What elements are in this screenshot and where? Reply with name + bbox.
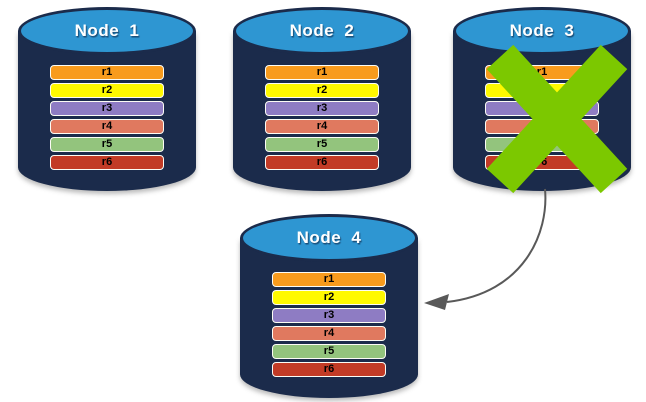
row-list: r1 r2 r3 r4 r5 r6 [50, 65, 164, 173]
row-r3: r3 [272, 308, 386, 323]
row-label: r5 [536, 138, 548, 150]
row-r1: r1 [272, 272, 386, 287]
row-label: r6 [323, 363, 335, 375]
row-r5: r5 [485, 137, 599, 152]
row-list: r1 r2 r3 r4 r5 r6 [485, 65, 599, 173]
row-list: r1 r2 r3 r4 r5 r6 [265, 65, 379, 173]
row-label: r4 [316, 120, 328, 132]
row-label: r2 [101, 84, 113, 96]
row-r1: r1 [265, 65, 379, 80]
row-label: r4 [101, 120, 113, 132]
row-r4: r4 [50, 119, 164, 134]
row-r2: r2 [272, 290, 386, 305]
row-label: r2 [316, 84, 328, 96]
cylinder-top: Node 1 [18, 7, 196, 55]
node-title: Node 2 [289, 21, 355, 40]
row-label: r2 [323, 291, 335, 303]
row-label: r3 [101, 102, 113, 114]
row-r2: r2 [265, 83, 379, 98]
row-r5: r5 [272, 344, 386, 359]
node-2-cylinder: Node 2 r1 r2 r3 r4 r5 r6 [233, 7, 411, 191]
row-r4: r4 [485, 119, 599, 134]
row-list: r1 r2 r3 r4 r5 r6 [272, 272, 386, 380]
row-r1: r1 [485, 65, 599, 80]
replication-arrow [424, 188, 547, 310]
row-label: r1 [316, 66, 328, 78]
row-r4: r4 [265, 119, 379, 134]
row-label: r6 [536, 156, 548, 168]
row-label: r6 [316, 156, 328, 168]
node-title: Node 1 [74, 21, 140, 40]
row-label: r6 [101, 156, 113, 168]
cylinder-top: Node 3 [453, 7, 631, 55]
row-label: r4 [323, 327, 335, 339]
row-r5: r5 [50, 137, 164, 152]
row-r2: r2 [50, 83, 164, 98]
row-r2: r2 [485, 83, 599, 98]
row-label: r5 [316, 138, 328, 150]
node-title: Node 4 [296, 228, 362, 247]
row-r6: r6 [265, 155, 379, 170]
cylinder-top: Node 4 [240, 214, 418, 262]
node-4-cylinder: Node 4 r1 r2 r3 r4 r5 r6 [240, 214, 418, 398]
row-label: r2 [536, 84, 548, 96]
row-label: r3 [323, 309, 335, 321]
row-label: r1 [323, 273, 335, 285]
row-r3: r3 [485, 101, 599, 116]
row-r6: r6 [485, 155, 599, 170]
cylinder-top: Node 2 [233, 7, 411, 55]
row-r6: r6 [50, 155, 164, 170]
row-label: r1 [536, 66, 548, 78]
row-r6: r6 [272, 362, 386, 377]
row-r1: r1 [50, 65, 164, 80]
row-label: r5 [101, 138, 113, 150]
node-title: Node 3 [509, 21, 575, 40]
row-r5: r5 [265, 137, 379, 152]
row-r4: r4 [272, 326, 386, 341]
row-r3: r3 [50, 101, 164, 116]
row-label: r5 [323, 345, 335, 357]
node-3-cylinder: Node 3 r1 r2 r3 r4 r5 r6 [453, 7, 631, 191]
row-label: r4 [536, 120, 548, 132]
row-r3: r3 [265, 101, 379, 116]
row-label: r3 [536, 102, 548, 114]
row-label: r1 [101, 66, 113, 78]
node-1-cylinder: Node 1 r1 r2 r3 r4 r5 r6 [18, 7, 196, 191]
row-label: r3 [316, 102, 328, 114]
